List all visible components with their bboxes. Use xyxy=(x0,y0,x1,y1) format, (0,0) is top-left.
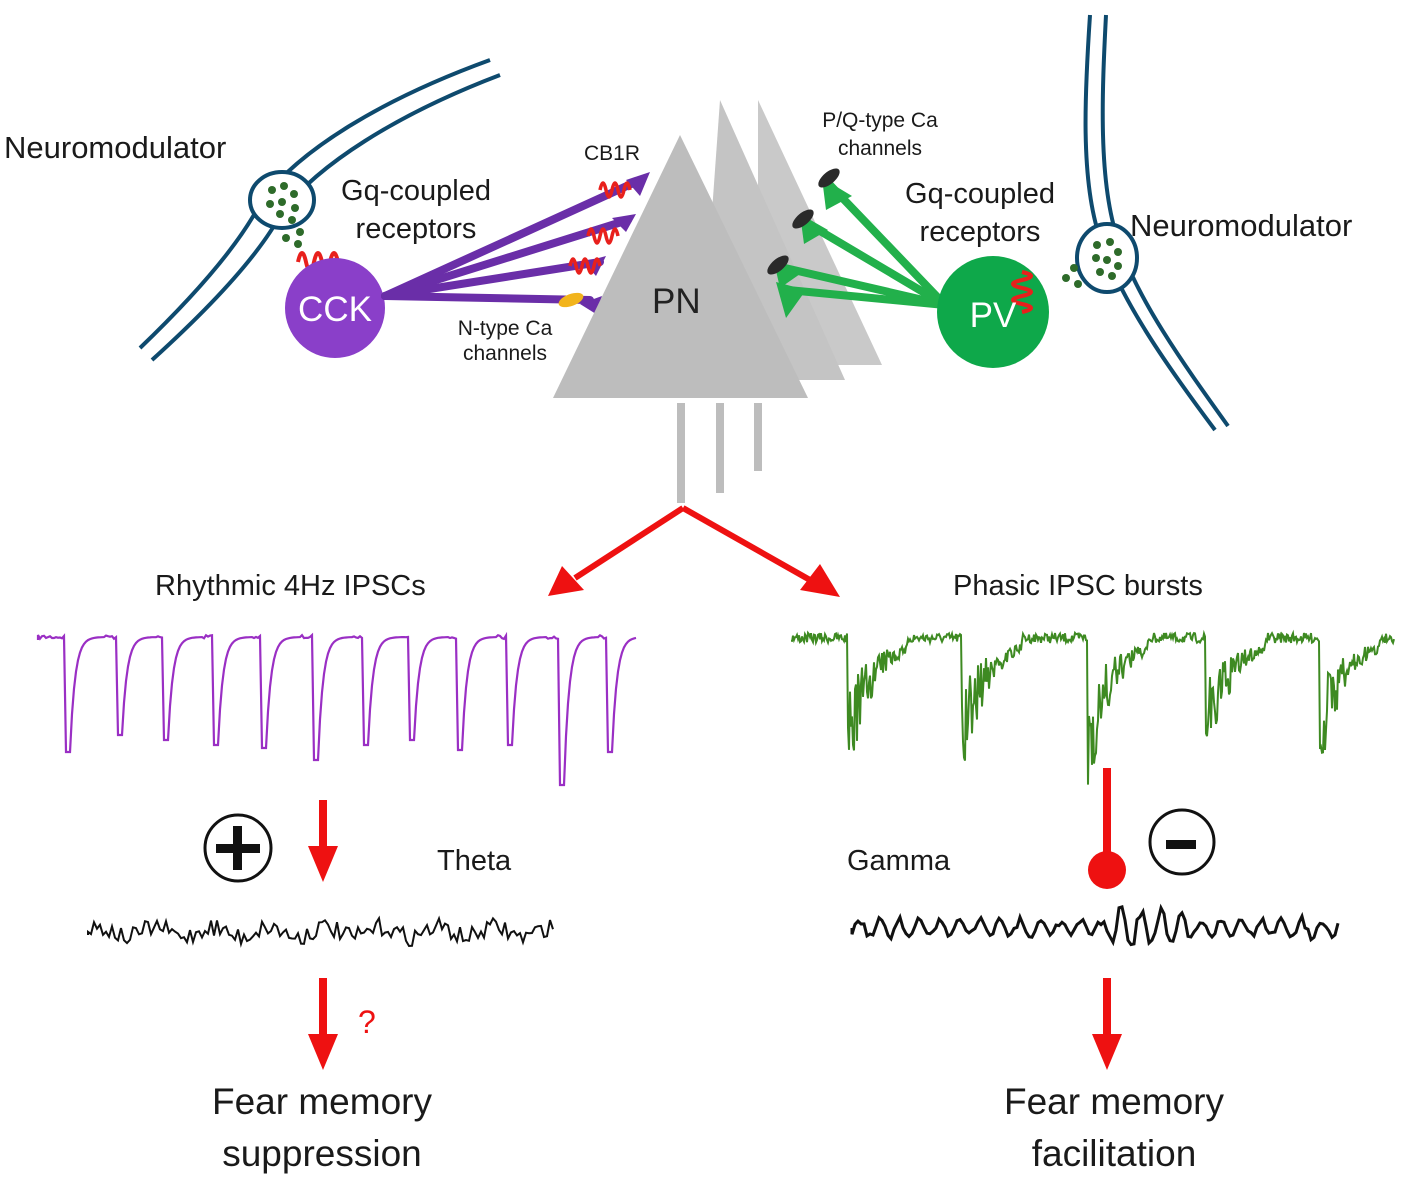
left-vesicles xyxy=(266,182,304,248)
pv-terminals xyxy=(774,178,852,318)
rhythmic-ipsc-trace xyxy=(36,631,637,787)
outcome-left-1: Fear memory xyxy=(212,1081,432,1122)
split-arrows xyxy=(548,505,840,597)
left-down-arrow-2 xyxy=(308,978,338,1070)
ntype-label-1: N-type Ca xyxy=(457,317,553,340)
pn-axons xyxy=(677,403,762,503)
neuromodulator-left-label: Neuromodulator xyxy=(4,130,227,165)
pn-label: PN xyxy=(652,282,701,321)
ntype-label-2: channels xyxy=(462,342,548,365)
neuromodulator-right-label: Neuromodulator xyxy=(1130,208,1353,243)
right-vesicles xyxy=(1062,238,1122,288)
right-down-arrow xyxy=(1092,978,1122,1070)
question-mark: ? xyxy=(358,1004,376,1040)
phasic-title: Phasic IPSC bursts xyxy=(953,570,1203,602)
outcome-left-2: suppression xyxy=(222,1133,422,1174)
cb1r-receptors xyxy=(568,181,632,275)
cb1r-label: CB1R xyxy=(584,142,641,165)
ntype-channel xyxy=(558,292,584,308)
phasic-ipsc-trace xyxy=(791,629,1395,785)
gq-right-label-2: receptors xyxy=(919,216,1041,248)
pv-cell xyxy=(937,256,1049,368)
outcome-right-1: Fear memory xyxy=(1004,1081,1224,1122)
plus-sign-bar-v xyxy=(233,826,242,870)
minus-sign-bar xyxy=(1166,840,1196,849)
gq-left-label-2: receptors xyxy=(355,213,477,245)
rhythmic-title: Rhythmic 4Hz IPSCs xyxy=(155,570,426,602)
right-inhibition-marker xyxy=(1088,768,1126,889)
pqtype-label-1: P/Q-type Ca xyxy=(822,109,938,132)
pv-axons xyxy=(781,181,949,309)
pn-triangle-front xyxy=(553,135,808,398)
pv-label: PV xyxy=(969,296,1017,335)
gamma-label: Gamma xyxy=(847,845,951,877)
right-gq-receptor xyxy=(1011,270,1033,314)
left-down-arrow-1 xyxy=(308,800,338,882)
gq-left-label-1: Gq-coupled xyxy=(341,175,491,207)
pqtype-label-2: channels xyxy=(837,137,923,160)
pq-channels xyxy=(767,168,840,275)
outcome-right-2: facilitation xyxy=(1031,1133,1197,1174)
gq-right-label-1: Gq-coupled xyxy=(905,178,1055,210)
cck-axons xyxy=(381,176,644,304)
theta-trace xyxy=(87,915,554,948)
theta-label: Theta xyxy=(437,845,512,877)
gamma-trace xyxy=(850,903,1340,947)
cck-cell xyxy=(285,258,385,358)
cck-label: CCK xyxy=(298,290,372,329)
